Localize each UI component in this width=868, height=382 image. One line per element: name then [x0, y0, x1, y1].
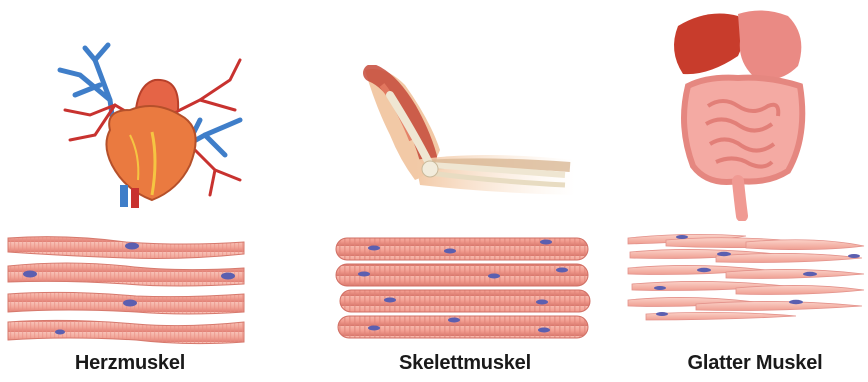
- arm-elbow-icon: [360, 65, 580, 205]
- label-smooth-muscle: Glatter Muskel: [660, 352, 850, 375]
- digestive-organs-icon: [668, 6, 818, 221]
- panel-skeletal-muscle: Skelettmuskel: [320, 0, 600, 382]
- skeletal-muscle-fibers: [334, 236, 594, 340]
- label-cardiac-muscle: Herzmuskel: [55, 352, 205, 375]
- panel-smooth-muscle: Glatter Muskel: [620, 0, 868, 382]
- smooth-muscle-cells: [626, 232, 866, 322]
- label-skeletal-muscle: Skelettmuskel: [380, 352, 550, 375]
- panel-cardiac-muscle: Herzmuskel: [0, 0, 260, 382]
- heart-icon: [40, 40, 250, 210]
- cardiac-muscle-fibers: [6, 232, 250, 350]
